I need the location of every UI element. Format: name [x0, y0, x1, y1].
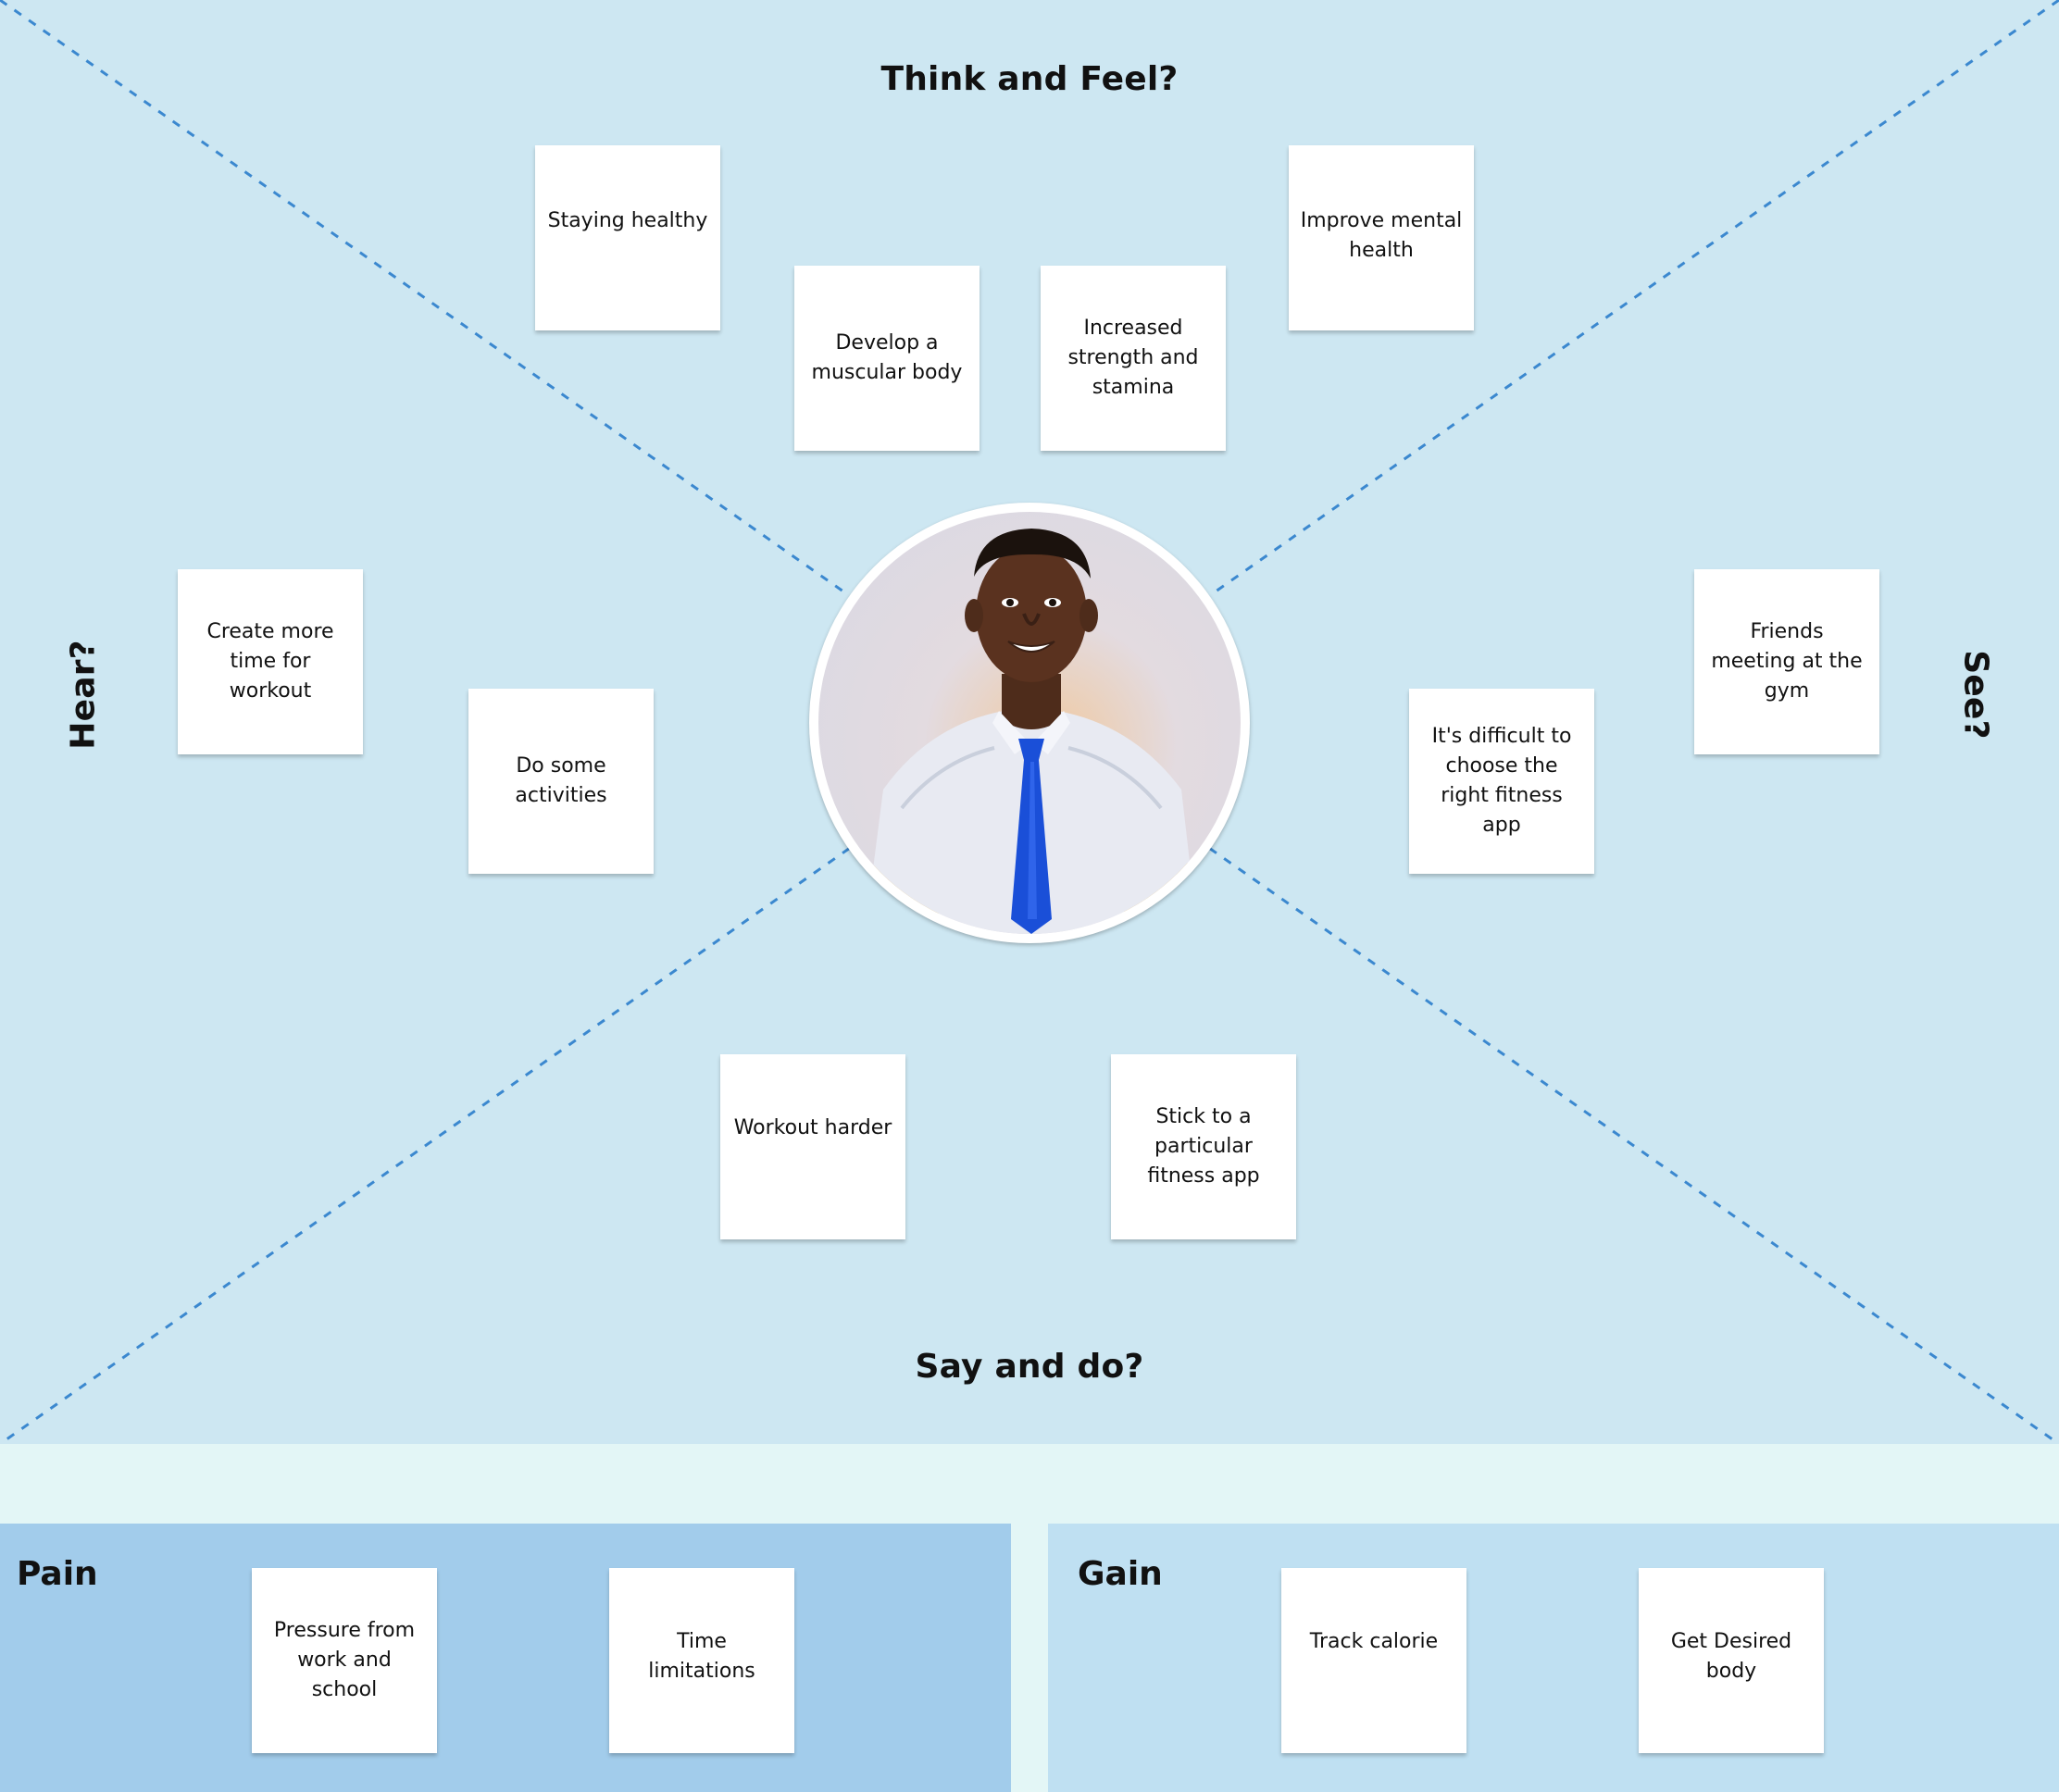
sticky-note[interactable]: Create more time for workout	[178, 569, 363, 754]
sticky-note[interactable]: Increased strength and stamina	[1041, 266, 1226, 451]
sticky-note[interactable]: Track calorie	[1281, 1568, 1466, 1753]
sticky-note[interactable]: Develop a muscular body	[794, 266, 980, 451]
hear-title: Hear?	[64, 640, 103, 750]
gain-title: Gain	[1078, 1555, 1163, 1593]
person-photo-icon	[818, 512, 1241, 934]
sticky-note[interactable]: Staying healthy	[535, 145, 720, 330]
diagonal-line-left	[0, 0, 2059, 1444]
sticky-note[interactable]: Workout harder	[720, 1054, 905, 1239]
sticky-note[interactable]: Stick to a particular fitness app	[1111, 1054, 1296, 1239]
pain-title: Pain	[17, 1555, 98, 1593]
user-avatar	[809, 503, 1250, 943]
sticky-note[interactable]: Friends meeting at the gym	[1694, 569, 1879, 754]
sticky-note[interactable]: Do some activities	[468, 689, 654, 874]
pain-panel: Pain Pressure from work and school Time …	[0, 1524, 1011, 1792]
say-and-do-title: Say and do?	[915, 1348, 1144, 1386]
sticky-note[interactable]: Time limitations	[609, 1568, 794, 1753]
sticky-note[interactable]: Improve mental health	[1289, 145, 1474, 330]
sticky-note[interactable]: Get Desired body	[1639, 1568, 1824, 1753]
empathy-map-area: Think and Feel? Say and do? Hear? See? S…	[0, 0, 2059, 1444]
diagonal-line-right	[0, 0, 2059, 1444]
gain-panel: Gain Track calorie Get Desired body	[1048, 1524, 2059, 1792]
sticky-note[interactable]: Pressure from work and school	[252, 1568, 437, 1753]
quadrant-diagonals	[0, 0, 2059, 1444]
think-and-feel-title: Think and Feel?	[880, 60, 1179, 98]
sticky-note[interactable]: It's difficult to choose the right fitne…	[1409, 689, 1594, 874]
see-title: See?	[1956, 650, 1995, 740]
